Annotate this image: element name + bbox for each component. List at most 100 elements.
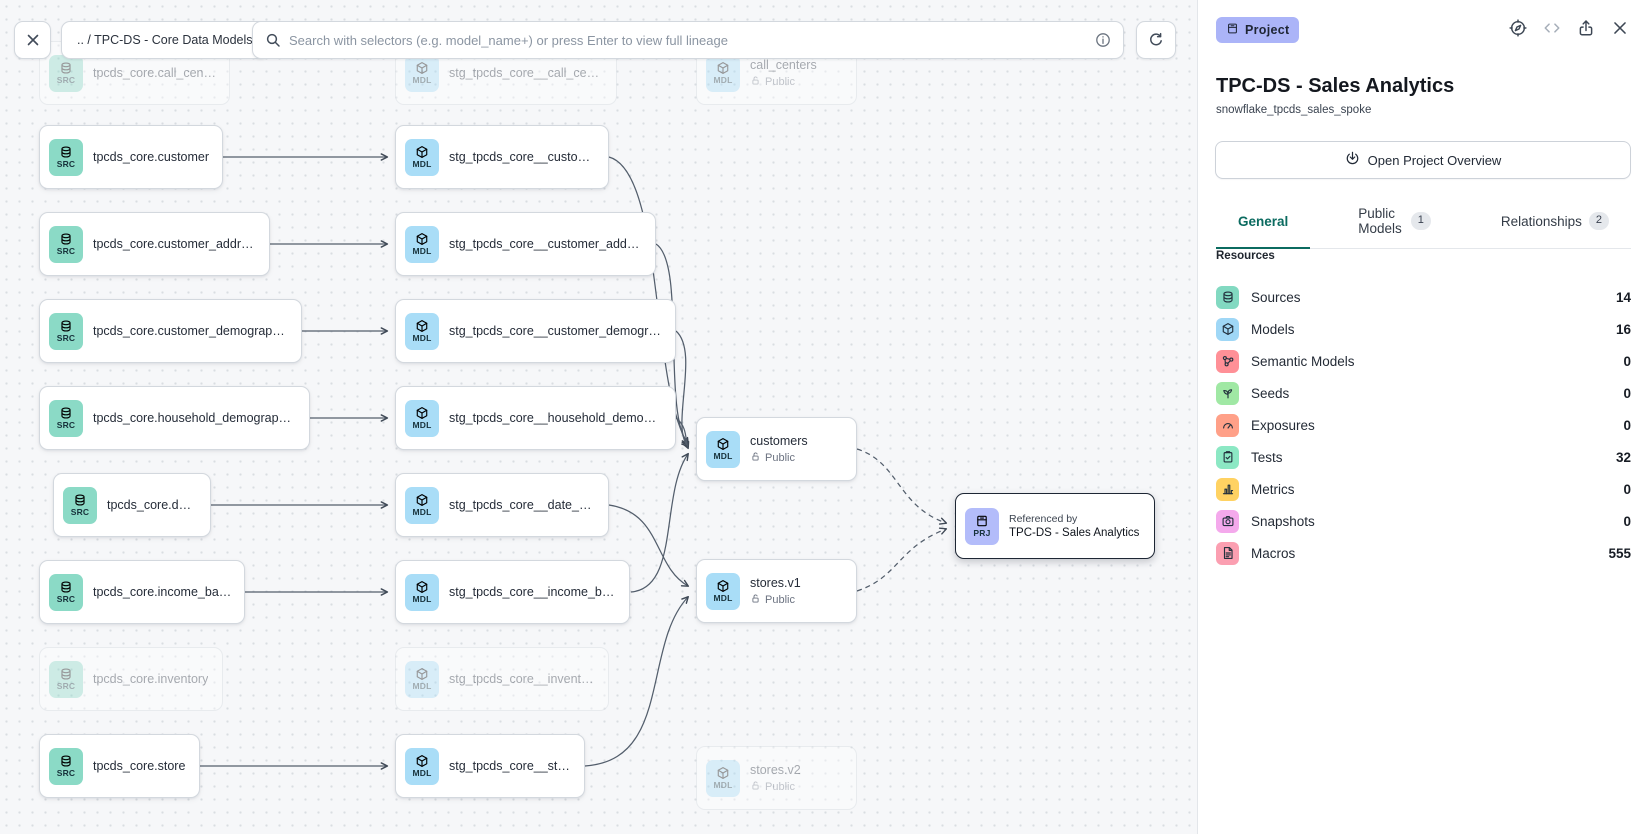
project-icon: [1226, 22, 1239, 38]
resource-count: 0: [1623, 353, 1631, 369]
breadcrumb[interactable]: .. / TPC-DS - Core Data Models: [61, 21, 269, 59]
resource-label: Semantic Models: [1251, 353, 1355, 369]
tab-label: Relationships: [1500, 213, 1582, 229]
node-label: stg_tpcds_core__call_center: [449, 66, 604, 80]
resource-row-exposures[interactable]: Exposures 0: [1216, 409, 1631, 441]
source-icon: SRC: [49, 573, 83, 611]
models-icon: [1216, 317, 1239, 341]
lineage-node-src-income-band[interactable]: SRC tpcds_core.income_band: [39, 560, 245, 624]
node-label: stg_tpcds_core__store: [449, 759, 572, 773]
lineage-node-mdl-store[interactable]: MDL stg_tpcds_core__store: [395, 734, 585, 798]
model-icon: MDL: [706, 54, 740, 92]
node-label: customers: [750, 433, 808, 448]
lineage-node-src-household-demographics[interactable]: SRC tpcds_core.household_demographics: [39, 386, 310, 450]
resource-row-semantic-models[interactable]: Semantic Models 0: [1216, 345, 1631, 377]
close-icon: [25, 32, 41, 48]
node-label: stg_tpcds_core__income_band: [449, 585, 617, 599]
metrics-icon: [1216, 477, 1239, 501]
search-input[interactable]: [289, 32, 1087, 48]
info-icon[interactable]: [1095, 32, 1111, 48]
open-overview-label: Open Project Overview: [1367, 152, 1502, 168]
node-label: stg_tpcds_core__customer_demogra...: [449, 324, 663, 338]
model-icon: MDL: [405, 54, 439, 92]
node-label: stores.v1: [750, 575, 801, 590]
node-label: call_centers: [750, 57, 817, 72]
node-access-label: Public: [750, 451, 808, 465]
resource-count: 0: [1623, 513, 1631, 529]
model-icon: MDL: [405, 747, 439, 785]
open-overview-icon: [1345, 151, 1360, 169]
project-type-badge: Project: [1216, 17, 1300, 43]
resource-row-models[interactable]: Models 16: [1216, 313, 1631, 345]
model-icon: MDL: [405, 138, 439, 176]
node-label: stg_tpcds_core__inventory: [449, 672, 596, 686]
source-icon: SRC: [49, 399, 83, 437]
panel-actions: [1508, 18, 1630, 38]
tab-label: General: [1238, 213, 1289, 229]
node-label: tpcds_core.household_demographics: [93, 411, 297, 425]
resource-label: Sources: [1251, 289, 1301, 305]
close-lineage-button[interactable]: [14, 21, 51, 59]
node-label: tpcds_core.call_center: [93, 66, 217, 80]
node-label: stg_tpcds_core__date_dim: [449, 498, 596, 512]
node-access-label: Public: [750, 780, 801, 794]
project-icon: PRJ: [965, 507, 999, 545]
search-icon: [265, 32, 281, 48]
view-in-lineage-icon[interactable]: [1508, 18, 1528, 38]
lineage-node-mdl-inventory[interactable]: MDL stg_tpcds_core__inventory: [395, 647, 609, 711]
close-icon[interactable]: [1610, 18, 1630, 38]
lock-open-icon: [750, 75, 761, 89]
sources-icon: [1216, 285, 1239, 309]
tab-general[interactable]: General: [1216, 200, 1311, 249]
resource-label: Macros: [1251, 545, 1296, 561]
node-label: stores.v2: [750, 762, 801, 777]
open-project-overview-button[interactable]: Open Project Overview: [1215, 141, 1631, 179]
project-badge-label: Project: [1245, 23, 1290, 37]
resources-header: Resources: [1216, 250, 1275, 262]
refresh-icon: [1148, 32, 1164, 48]
resource-label: Exposures: [1251, 417, 1315, 433]
code-icon[interactable]: [1542, 18, 1562, 38]
model-icon: MDL: [405, 660, 439, 698]
resource-count: 16: [1615, 321, 1631, 337]
node-access-label: Public: [750, 75, 817, 89]
resource-label: Models: [1251, 321, 1295, 337]
lock-open-icon: [750, 593, 761, 607]
node-label: tpcds_core.income_band: [93, 585, 232, 599]
lock-open-icon: [750, 780, 761, 794]
refresh-button[interactable]: [1136, 21, 1176, 59]
resource-count: 0: [1623, 417, 1631, 433]
exposures-icon: [1216, 413, 1239, 437]
source-icon: SRC: [49, 312, 83, 350]
model-icon: MDL: [405, 399, 439, 437]
share-icon[interactable]: [1576, 18, 1596, 38]
